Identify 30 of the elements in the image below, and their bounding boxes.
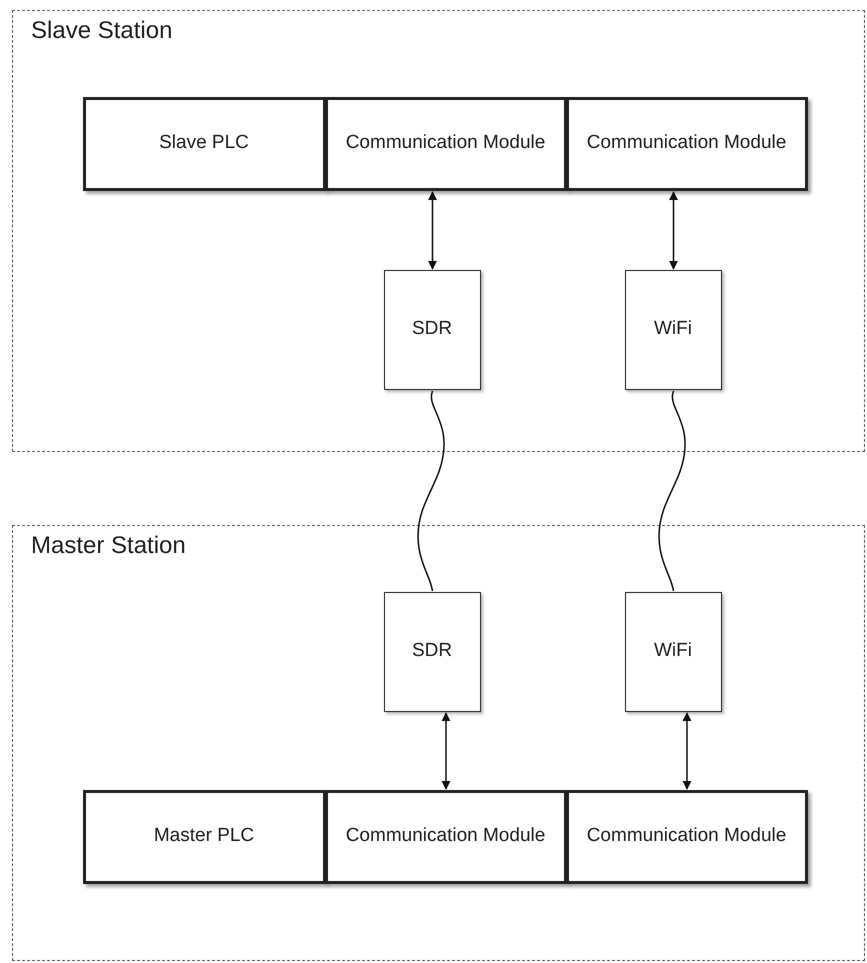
module-box [566,96,808,190]
box-label: SDR [412,317,452,342]
station-title: Master Station [31,532,186,560]
device-box [624,270,722,390]
station-container [12,525,865,961]
box-label: Master PLC [154,824,254,848]
box-label: Communication Module [586,824,786,848]
wireless-link [417,390,445,592]
station-container [12,10,865,452]
station-title: Slave Station [31,17,172,45]
box-label: Communication Module [346,824,546,848]
module-box [82,96,326,190]
box-label: Communication Module [346,131,546,156]
device-box [384,270,480,390]
arrow [428,191,437,270]
arrow [682,712,692,790]
box-label: SDR [412,639,452,664]
module-box [324,790,566,884]
box-label: Slave PLC [159,131,249,156]
box-label: WiFi [654,639,692,664]
box-label: Communication Module [586,131,786,156]
module-box [566,790,808,884]
wireless-link [658,390,686,592]
device-box [384,592,480,712]
arrow [442,712,450,790]
device-box [624,592,722,712]
module-box [82,790,326,884]
box-label: WiFi [654,317,692,342]
arrow [669,191,678,270]
module-box [324,96,566,190]
